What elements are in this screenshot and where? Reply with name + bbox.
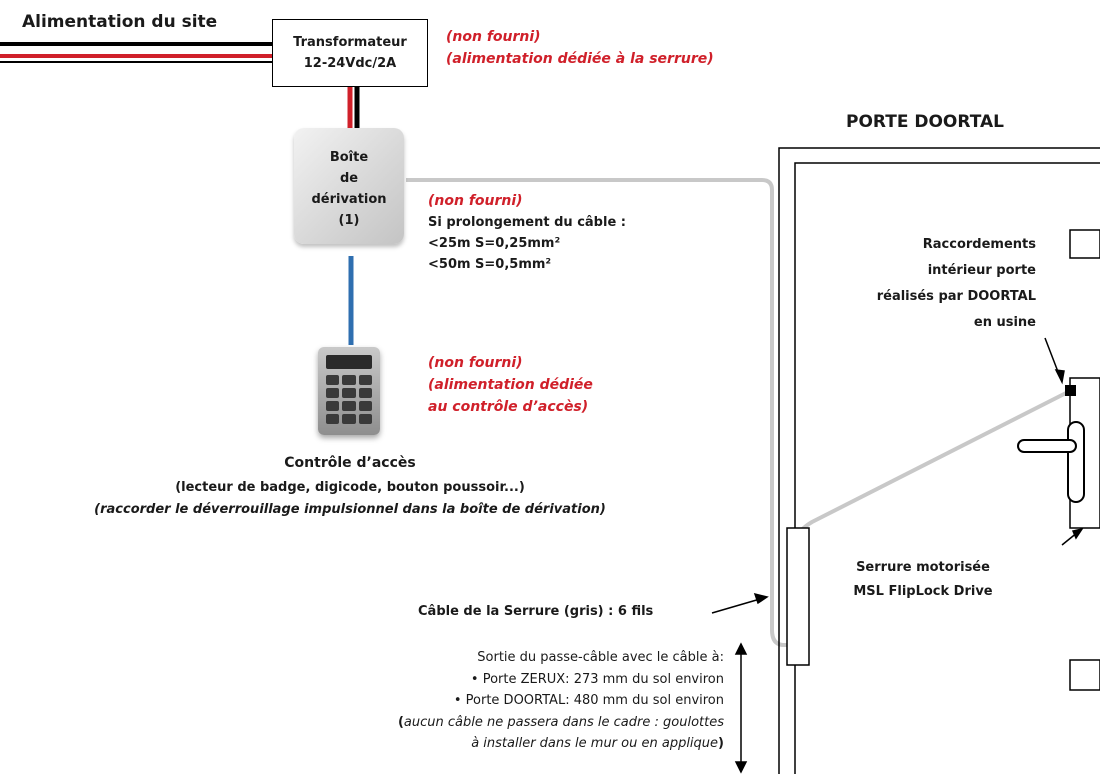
junction-box-label: Boîte de dérivation (1) [294,147,404,231]
connections-note-line2: intérieur porte [927,263,1036,278]
exit-note: Sortie du passe-câble avec le câble à: •… [380,647,724,755]
keypad-keys [326,375,372,424]
exit-note-close-paren: ) [718,736,724,751]
keypad-note-line2: (alimentation dédiée [428,377,593,393]
connections-note-line1: Raccordements [922,237,1036,252]
exit-note-line4: (aucun câble ne passera dans le cadre : … [380,712,724,734]
junction-note-line3: <25m S=0,25mm² [428,236,561,251]
exit-note-line3: • Porte DOORTAL: 480 mm du sol environ [453,693,724,708]
exit-note-line4-italic: aucun câble ne passera dans le cadre : g… [403,714,724,730]
site-power-title: Alimentation du site [22,12,218,32]
lock-label: Serrure motorisée MSL FlipLock Drive [838,556,1008,604]
access-control-caption: Contrôle d’accès (lecteur de badge, digi… [0,450,700,520]
door-title: PORTE DOORTAL [846,112,1004,132]
exit-note-line5: à installer dans le mur ou en applique) [380,733,724,755]
connections-note-line4: en usine [973,315,1036,330]
transformer-note-line2: (alimentation dédiée à la serrure) [446,51,714,67]
junction-box-line3: dérivation [311,192,387,207]
keypad-note-line1: (non fourni) [428,355,523,371]
exit-note-open-paren: ( [397,714,404,730]
exit-note-line1: Sortie du passe-câble avec le câble à: [477,650,724,665]
annotation-arrows [711,337,1084,774]
keypad-screen [326,355,372,369]
door-handle [1017,421,1085,503]
junction-box-line2: de [339,171,359,186]
junction-note-line1: (non fourni) [428,193,523,209]
junction-box [294,128,404,244]
transformer-spec: 12-24Vdc/2A [303,56,397,71]
junction-box-line4: (1) [338,213,360,228]
connections-note-line3: réalisés par DOORTAL [876,289,1036,304]
transformer-note-line1: (non fourni) [446,29,541,45]
access-control-note: (raccorder le déverrouillage impulsionne… [94,502,606,517]
cable-label: Câble de la Serrure (gris) : 6 fils [418,604,654,619]
lock-label-line1: Serrure motorisée [856,560,990,575]
connections-note: Raccordements intérieur porte réalisés p… [800,232,1036,336]
connection-point [1065,385,1076,396]
transformer-note: (non fourni) (alimentation dédiée à la s… [446,26,714,70]
keypad-note: (non fourni) (alimentation dédiée au con… [428,352,593,418]
exit-note-line2: • Porte ZERUX: 273 mm du sol environ [470,671,724,687]
junction-note-line4: <50m S=0,5mm² [428,257,552,272]
lock-label-line2: MSL FlipLock Drive [853,584,993,599]
keypad-note-line3: au contrôle d’accès) [428,399,589,415]
junction-note: (non fourni) Si prolongement du câble : … [428,190,626,275]
access-control-title: Contrôle d’accès [284,455,416,471]
exit-note-line5-italic: à installer dans le mur ou en applique [471,736,719,751]
junction-box-line1: Boîte [329,150,369,165]
transformer-box: Transformateur 12-24Vdc/2A [272,19,428,87]
keypad-icon [318,347,380,435]
transformer-label: Transformateur [293,35,407,50]
access-control-subtitle: (lecteur de badge, digicode, bouton pous… [175,480,525,495]
junction-note-line2: Si prolongement du câble : [428,215,626,230]
